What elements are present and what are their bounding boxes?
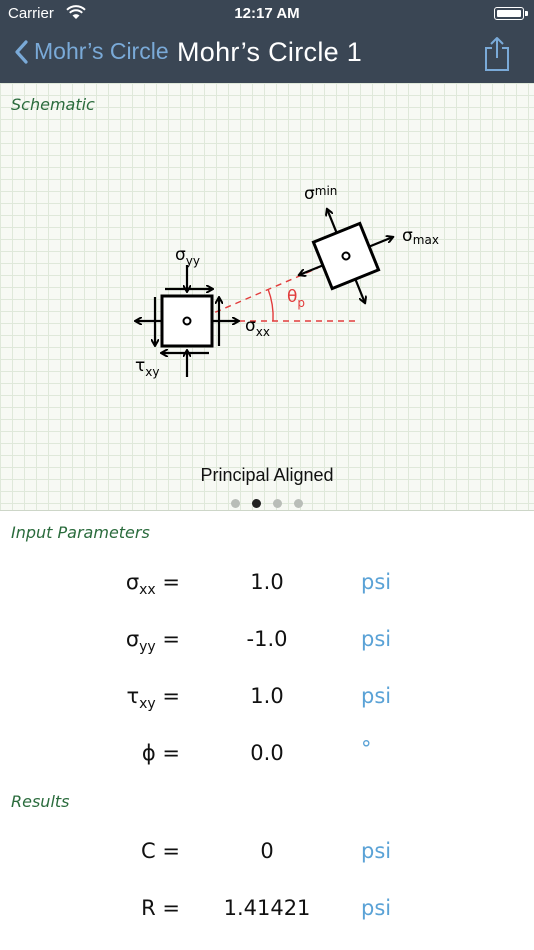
stress-element-diagram: θp σyy σxx τxy σmin: [0, 184, 439, 379]
navigation-bar: Mohr’s Circle Mohr’s Circle 1: [0, 28, 534, 83]
sigma-xx-input[interactable]: 1.0: [250, 570, 284, 594]
sigma-yy-label: σyy: [175, 245, 200, 268]
status-time: 12:17 AM: [234, 5, 300, 22]
theta-p-label: θp: [287, 287, 305, 310]
radius-unit-button[interactable]: psi: [361, 896, 392, 920]
tau-xy-label: τxy: [135, 356, 159, 379]
results-heading: Results: [11, 792, 70, 811]
center-value: 0: [260, 839, 274, 863]
sigma-yy-unit-button[interactable]: psi: [361, 627, 392, 651]
status-bar: Carrier 12:17 AM: [0, 0, 534, 28]
radius-row: R = 1.41421 psi: [0, 888, 534, 928]
sigma-max-label: σmax: [402, 226, 439, 247]
phi-input[interactable]: 0.0: [250, 741, 284, 765]
sigma-yy-row: σyy = -1.0 psi: [0, 619, 534, 659]
back-button[interactable]: Mohr’s Circle: [14, 38, 169, 65]
center-unit-button[interactable]: psi: [361, 839, 392, 863]
top-bar: Carrier 12:17 AM Mohr’s Circle Mohr’s Ci…: [0, 0, 534, 83]
sigma-xx-symbol: σxx =: [125, 570, 180, 599]
sigma-xx-unit-button[interactable]: psi: [361, 570, 392, 594]
tau-xy-unit-button[interactable]: psi: [361, 684, 392, 708]
phi-row: ϕ = 0.0 °: [0, 733, 534, 773]
phi-symbol: ϕ =: [141, 741, 180, 765]
schematic-label: Schematic: [11, 95, 95, 114]
battery-icon: [494, 7, 528, 20]
tau-xy-symbol: τxy =: [126, 684, 180, 713]
back-button-label: Mohr’s Circle: [34, 38, 169, 64]
sigma-yy-symbol: σyy =: [125, 627, 180, 656]
page-indicator[interactable]: [0, 499, 534, 508]
wifi-icon: [66, 5, 86, 19]
chevron-left-icon: [15, 39, 28, 64]
sigma-yy-input[interactable]: -1.0: [246, 627, 288, 651]
center-row: C = 0 psi: [0, 831, 534, 871]
principal-stress-element: [281, 191, 411, 321]
sigma-xx-row: σxx = 1.0 psi: [0, 562, 534, 602]
page-dot-2[interactable]: [252, 499, 261, 508]
schematic-caption: Principal Aligned: [200, 465, 334, 485]
share-icon[interactable]: [482, 36, 512, 72]
sigma-xx-label: σxx: [245, 316, 270, 339]
center-symbol: C =: [141, 839, 180, 863]
sigma-min-label: σmin: [304, 184, 337, 204]
carrier-label: Carrier: [8, 5, 54, 22]
page-title: Mohr’s Circle 1: [177, 37, 363, 67]
phi-unit-button[interactable]: °: [361, 737, 372, 761]
schematic-panel[interactable]: Schematic θp: [0, 83, 534, 511]
page-dot-4[interactable]: [294, 499, 303, 508]
input-parameters-heading: Input Parameters: [11, 523, 150, 542]
radius-value: 1.41421: [223, 896, 311, 920]
tau-xy-row: τxy = 1.0 psi: [0, 676, 534, 716]
original-stress-element: [136, 265, 238, 377]
page-dot-3[interactable]: [273, 499, 282, 508]
tau-xy-input[interactable]: 1.0: [250, 684, 284, 708]
radius-symbol: R =: [141, 896, 180, 920]
page-dot-1[interactable]: [231, 499, 240, 508]
